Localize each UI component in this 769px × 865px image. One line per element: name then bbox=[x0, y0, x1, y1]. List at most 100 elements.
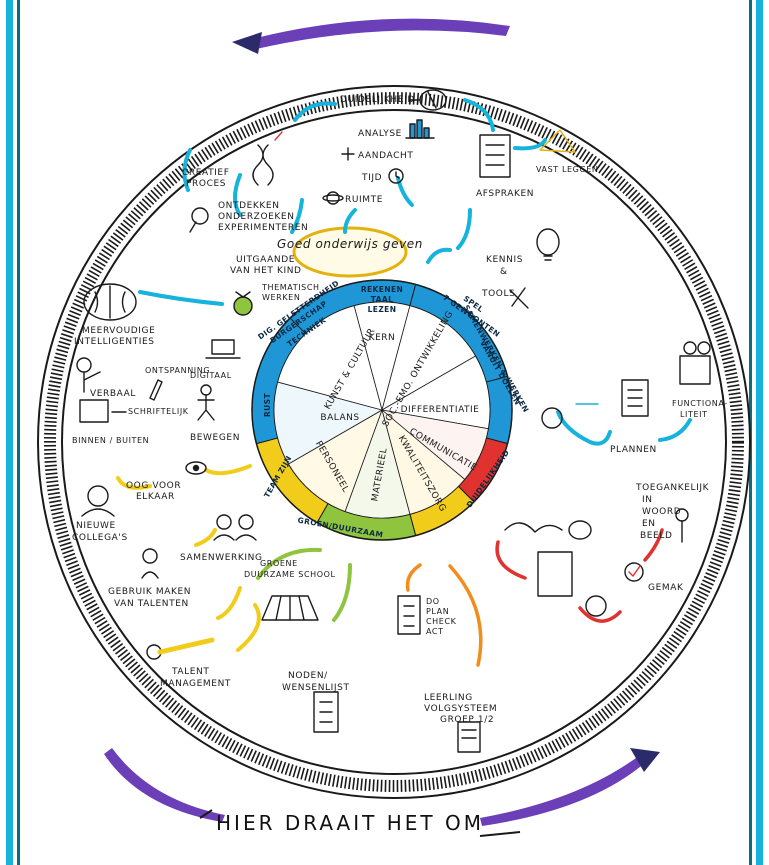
check-circle-icon bbox=[624, 562, 644, 582]
star-person-icon bbox=[141, 548, 159, 579]
wheel-outline bbox=[251, 279, 513, 541]
label-meervoudige-1: MEERVOUDIGE bbox=[82, 326, 155, 336]
outer-hatched-ring bbox=[37, 85, 751, 799]
label-uitgaande-1: UITGAANDE bbox=[236, 255, 295, 265]
wheel-segment-label: DIFFERENTIATIE bbox=[401, 405, 480, 415]
wheel-segment-label: BALANS bbox=[320, 413, 359, 423]
top-rotation-arrow bbox=[232, 18, 510, 54]
label-toegankelijk-3: WOORD bbox=[642, 507, 681, 517]
bubble-text-line1: Goed onderwijs geven bbox=[277, 237, 423, 251]
new-colleague-icon bbox=[81, 485, 115, 517]
label-talenten-2: VAN TALENTEN bbox=[114, 599, 189, 609]
magnifier-icon bbox=[189, 207, 209, 233]
scribble-bulb-icon bbox=[504, 520, 592, 540]
label-meervoudige-2: INTELLIGENTIES bbox=[74, 337, 155, 347]
pointing-person-icon bbox=[146, 637, 215, 660]
label-leerling-2: VOLGSYSTEEM bbox=[424, 704, 497, 714]
label-leerling-1: LEERLING bbox=[424, 693, 473, 703]
connector-arrows-red bbox=[495, 528, 664, 623]
connector-arrows-orange bbox=[405, 563, 483, 667]
label-uitgaande-2: VAN HET KIND bbox=[230, 266, 302, 276]
label-ontdekken-1: ONTDEKKEN bbox=[218, 201, 280, 211]
label-toegankelijk-4: EN bbox=[642, 519, 656, 529]
label-schriftelijk: SCHRIFTELIJK bbox=[128, 407, 189, 416]
label-talent-mgmt-1: TALENT bbox=[171, 667, 210, 677]
brain-icon bbox=[83, 283, 137, 321]
clock-icon bbox=[388, 168, 404, 184]
pencil-icon bbox=[149, 379, 163, 401]
label-groene-1: GROENE bbox=[260, 559, 298, 568]
label-nieuwe-2: COLLEGA'S bbox=[72, 533, 128, 543]
label-ontdekken-3: EXPERIMENTEREN bbox=[218, 223, 308, 233]
label-analyse: ANALYSE bbox=[358, 129, 402, 139]
label-vastleggen: VAST LEGGEN bbox=[536, 165, 599, 174]
pdca-list-icon bbox=[397, 595, 421, 635]
accessible-person-icon bbox=[675, 508, 689, 543]
eye-icon bbox=[185, 461, 207, 475]
label-talenten-1: GEBRUIK MAKEN bbox=[108, 587, 191, 597]
dancing-person-icon bbox=[197, 384, 215, 421]
label-noden-1: NODEN/ bbox=[288, 671, 328, 681]
connector-arrows-green bbox=[256, 547, 352, 622]
wheel-segment-1 bbox=[381, 305, 477, 411]
label-duidelijkheid: DUIDELIJKHEID bbox=[340, 95, 415, 105]
wheel-band-label: LEZEN bbox=[368, 305, 397, 314]
ladybug-icon bbox=[233, 291, 253, 316]
label-samenwerking: SAMENWERKING bbox=[180, 553, 263, 563]
outer-labels: DUIDELIJKHEID ANALYSE AANDACHT TIJD RUIM… bbox=[72, 95, 728, 725]
goed-onderwijs-bubble: Goed onderwijs geven bbox=[277, 226, 423, 278]
footer-banner: HIER DRAAIT HET OM bbox=[199, 809, 521, 837]
laptop-icon bbox=[205, 339, 241, 359]
label-creatief-2: PROCES bbox=[186, 179, 226, 189]
tools-icon bbox=[509, 287, 529, 309]
label-digitaal: DIGITAAL bbox=[190, 371, 232, 380]
label-talent-mgmt-2: MANAGEMENT bbox=[160, 679, 231, 689]
wheel-segment-label: KERN bbox=[369, 333, 396, 343]
label-kennis-2: & bbox=[500, 267, 508, 277]
label-groene-2: DUURZAME SCHOOL bbox=[244, 570, 336, 579]
person-arrows-icon bbox=[541, 403, 599, 429]
label-pdca-do: DO bbox=[426, 597, 440, 606]
wheel-band-label: RUST bbox=[263, 393, 272, 417]
label-creatief-1: CREATIEF bbox=[182, 168, 230, 178]
planet-icon bbox=[322, 191, 344, 205]
label-oog-1: OOG VOOR bbox=[126, 481, 181, 491]
label-toegankelijk-2: IN bbox=[642, 495, 653, 505]
label-plannen: PLANNEN bbox=[610, 445, 657, 455]
checklist-icon bbox=[479, 134, 511, 178]
connector-arrows-yellow bbox=[116, 464, 261, 652]
label-binnen: BINNEN / BUITEN bbox=[72, 436, 149, 445]
label-ontspanning: ONTSPANNING bbox=[145, 366, 210, 375]
label-functionaliteit-2: LITEIT bbox=[680, 410, 708, 419]
label-thematisch-1: THEMATISCH bbox=[261, 283, 320, 292]
focus-arrows-icon bbox=[341, 147, 355, 161]
wheel-segment-7 bbox=[273, 381, 384, 465]
label-ontdekken-2: ONDERZOEKEN bbox=[218, 212, 295, 222]
bar-chart-icon bbox=[405, 119, 435, 139]
label-noden-2: WENSENLIJST bbox=[282, 683, 350, 693]
label-thematisch-2: WERKEN bbox=[262, 293, 300, 302]
wheel-segment-6 bbox=[287, 409, 383, 512]
wheel-segment-2 bbox=[380, 355, 491, 430]
label-toegankelijk-5: BEELD bbox=[640, 531, 673, 541]
speaking-person-icon bbox=[76, 357, 101, 393]
footer-title: HIER DRAAIT HET OM bbox=[216, 811, 484, 835]
label-gemak: GEMAK bbox=[648, 583, 684, 593]
document-magnifier-icon bbox=[537, 551, 607, 617]
wheel-segment-8 bbox=[277, 305, 383, 411]
label-pdca-plan: PLAN bbox=[426, 607, 449, 616]
label-oog-2: ELKAAR bbox=[136, 492, 175, 502]
label-aandacht: AANDACHT bbox=[358, 151, 413, 161]
label-kennis-3: TOOLS bbox=[481, 289, 515, 299]
lightbulb-icon bbox=[409, 89, 447, 111]
label-verbaal: VERBAAL bbox=[90, 389, 136, 399]
triangle-icon bbox=[539, 129, 576, 153]
house-person-icon bbox=[79, 399, 127, 423]
label-kennis-1: KENNIS bbox=[486, 255, 523, 265]
label-nieuwe-1: NIEUWE bbox=[76, 521, 116, 531]
brain-bulb-icon bbox=[536, 228, 560, 261]
label-functionaliteit-1: FUNCTIONA- bbox=[672, 399, 728, 408]
bottom-rotation-arrow bbox=[104, 748, 660, 826]
